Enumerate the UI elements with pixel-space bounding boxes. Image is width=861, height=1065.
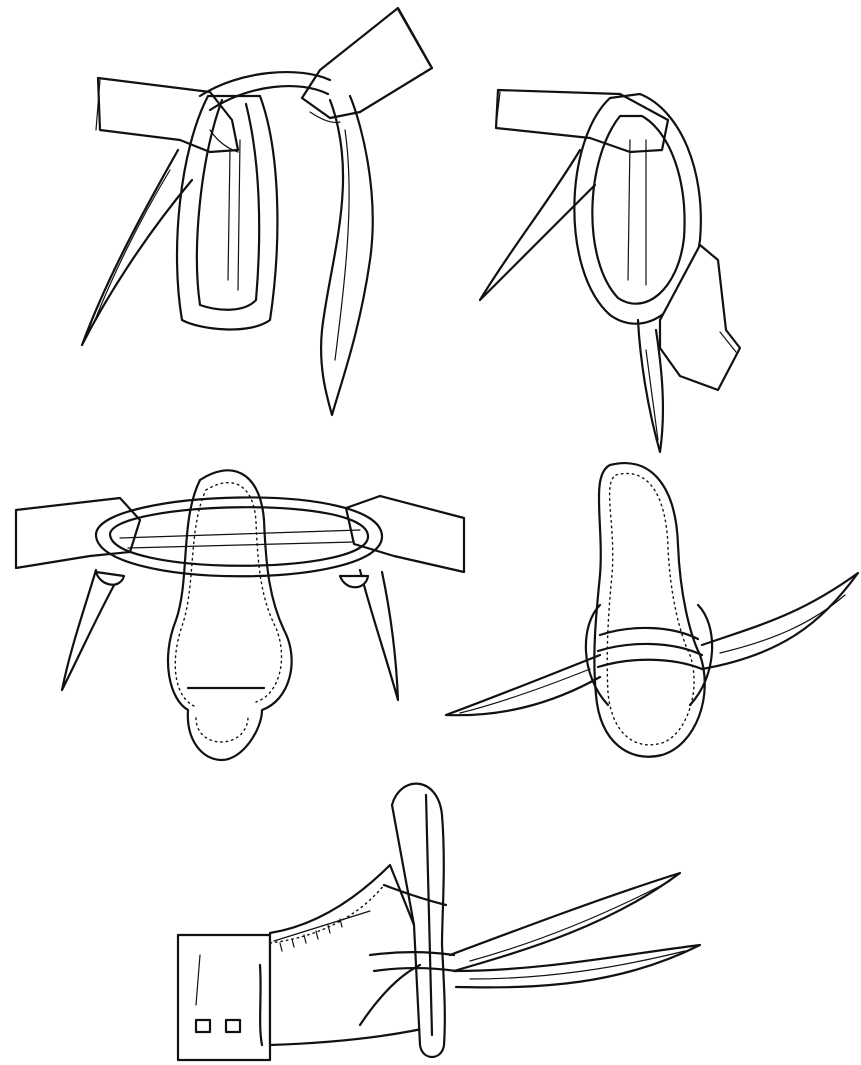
hand-twisting-loop-icon bbox=[470, 80, 760, 460]
step-4-panel bbox=[440, 455, 861, 765]
cravat-crossed-under-sole-icon bbox=[440, 455, 861, 765]
step-5-panel bbox=[170, 775, 710, 1065]
step-3-panel bbox=[10, 460, 470, 770]
cravat-tied-at-ankle-icon bbox=[170, 775, 710, 1065]
hands-holding-cravat-loop-icon bbox=[60, 0, 440, 420]
loop-over-boot-sole-icon bbox=[10, 460, 470, 770]
step-2-panel bbox=[470, 80, 760, 460]
step-1-panel bbox=[60, 0, 440, 420]
